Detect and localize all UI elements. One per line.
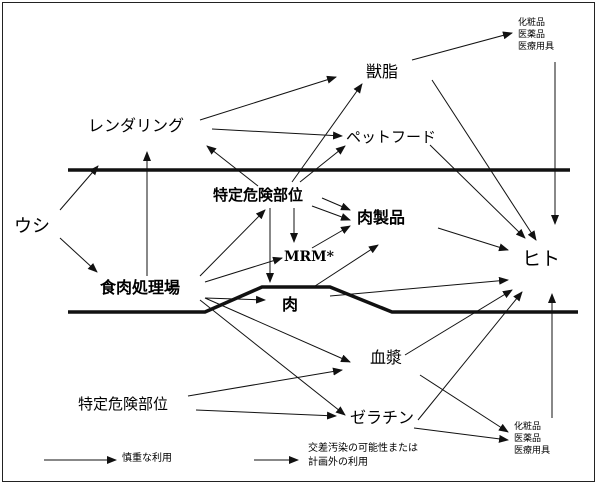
legend-careful-label: 慎重な利用 [122, 453, 172, 464]
node-rendering: レンダリング [88, 116, 185, 135]
node-tokutei-upper: 特定危険部位 [213, 186, 304, 204]
arrow-shokuniku-to-tokutei [199, 209, 266, 277]
node-tokutei-lower: 特定危険部位 [78, 395, 169, 413]
node-gelatin: ゼラチン [350, 408, 415, 427]
arrow-tokutei-to-nikuseihin-2 [311, 205, 351, 221]
node-petfood: ペットフード [346, 128, 437, 146]
diagram-frame [2, 2, 595, 482]
arrow-shokuniku-to-mrm [204, 256, 283, 283]
arrow-tokutei-bottom-to-gelatin [195, 409, 337, 420]
barrier-line-bottom [68, 285, 578, 314]
arrow-tokutei-to-petfood [299, 145, 346, 183]
arrow-petfood-to-hito [429, 144, 526, 239]
cosmetics-bottom-item: 化粧品 [514, 422, 542, 432]
arrow-gelatin-to-hito [417, 291, 523, 421]
arrow-shokuniku-to-kesshou [204, 297, 351, 363]
arrow-mrm-to-nikuseihin [311, 225, 351, 249]
cosmetics-group-top: 化粧品 医薬品 医療用具 [518, 17, 554, 53]
node-kesshou: 血漿 [370, 348, 403, 367]
arrow-tokutei-to-jushi [291, 83, 363, 183]
arrow-jushi-to-cosmetics [411, 31, 513, 61]
cosmetics-bottom-item: 医療用具 [514, 446, 551, 456]
arrow-tokutei-to-rendering [206, 145, 259, 187]
node-shokuniku: 食肉処理場 [100, 278, 181, 297]
arrow-rendering-to-jushi [199, 75, 337, 121]
arrow-shokuniku-to-niku [204, 295, 266, 304]
cosmetics-top-item: 医薬品 [518, 30, 546, 40]
cosmetics-bottom-item: 医薬品 [514, 434, 542, 444]
node-jushi: 獣脂 [366, 62, 399, 81]
node-mrm: MRM* [284, 249, 334, 265]
arrow-nikuseihin-to-hito [437, 227, 509, 252]
cosmetics-group-bottom: 化粧品 医薬品 医療用具 [514, 421, 550, 457]
cosmetics-top-item: 化粧品 [518, 18, 546, 28]
legend-contamination-line1: 交差汚染の可能性または [308, 443, 418, 454]
arrow-jushi-to-hito [431, 79, 537, 241]
arrow-kesshou-to-cosmetics [419, 374, 509, 433]
node-ushi: ウシ [14, 216, 50, 237]
arrow-ushi-to-rendering [59, 165, 99, 211]
legend-contamination-label: 交差汚染の可能性または 計画外の利用 [308, 442, 418, 470]
arrow-gelatin-to-cosmetics [413, 427, 509, 443]
arrow-niku-to-nikuseihin [311, 244, 379, 289]
arrow-kesshou-to-hito [404, 289, 513, 356]
cosmetics-top-item: 医療用具 [518, 42, 555, 52]
arrow-ushi-to-shokuniku [59, 237, 98, 273]
arrow-tokutei-bottom-to-kesshou [187, 367, 343, 397]
arrow-rendering-to-petfood [211, 128, 343, 140]
legend-contamination-line2: 計画外の利用 [308, 457, 368, 468]
arrow-tokutei-to-nikuseihin [321, 197, 351, 211]
arrow-niku-to-hito [329, 276, 509, 297]
node-hito: ヒト [522, 248, 561, 270]
arrow-shokuniku-to-gelatin [199, 299, 346, 416]
node-niku-seihin: 肉製品 [357, 208, 406, 227]
node-niku: 肉 [282, 295, 299, 314]
